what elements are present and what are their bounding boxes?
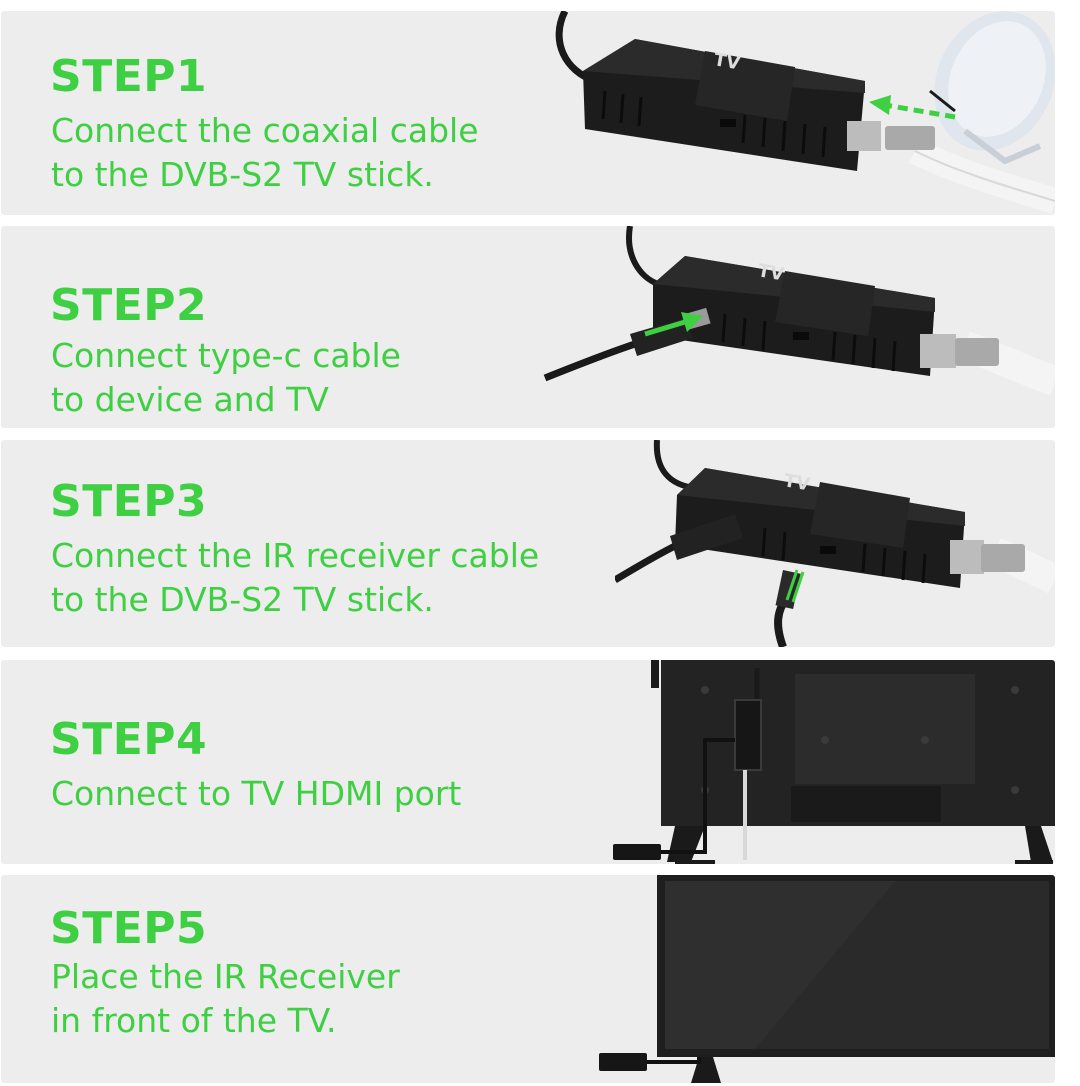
coaxial-connector-icon [920,334,999,368]
power-cable [653,440,696,491]
step-5-title: STEP5 [50,903,208,954]
step-5-panel: STEP5 Place the IR Receiver in front of … [1,875,1055,1083]
step-4-description: Connect to TV HDMI port [51,774,462,813]
tv-stick-icon [734,668,762,771]
step-5-description: Place the IR Receiver in front of the TV… [51,957,400,1040]
ir-receiver-icon [599,1053,701,1071]
ir-receiver-icon [613,825,707,860]
coaxial-connector-icon [847,121,935,151]
television-icon [657,875,1055,1083]
tv-stick-icon: TV [583,39,865,171]
step-3-panel: STEP3 Connect the IR receiver cable to t… [1,440,1055,647]
step-4-title: STEP4 [50,714,208,765]
coaxial-connector-icon [950,540,1025,574]
tv-stick-icon: TV [675,468,965,588]
step-2-description: Connect type-c cable to device and TV [51,336,401,419]
step-3-title: STEP3 [50,476,208,527]
step-2-panel: STEP2 Connect type-c cable to device and… [1,226,1055,428]
step-2-illustration: TV [543,226,1055,396]
step-2-title: STEP2 [50,280,208,331]
step-1-panel: STEP1 Connect the coaxial cable to the D… [1,11,1055,215]
device-label: TV [712,49,742,74]
arrow-icon [644,312,703,337]
type-c-cable-icon [615,514,743,584]
ir-receiver-icon [774,569,805,647]
television-icon [661,660,1055,864]
device-label: TV [756,260,786,285]
power-cable [626,226,666,289]
step-5-illustration [599,875,1055,1083]
step-4-panel: STEP4 Connect to TV HDMI port [1,660,1055,864]
device-label: TV [782,470,812,495]
arrow-icon [869,95,956,120]
step-4-illustration [613,660,1055,864]
step-1-title: STEP1 [50,51,208,102]
step-1-description: Connect the coaxial cable to the DVB-S2 … [51,111,479,194]
coaxial-cable [909,139,1055,214]
tv-stick-icon: TV [653,256,935,376]
step-1-illustration: TV [555,11,1055,214]
satellite-dish-icon [929,11,1055,165]
step-3-description: Connect the IR receiver cable to the DVB… [51,536,540,619]
step-3-illustration: TV [615,440,1055,647]
